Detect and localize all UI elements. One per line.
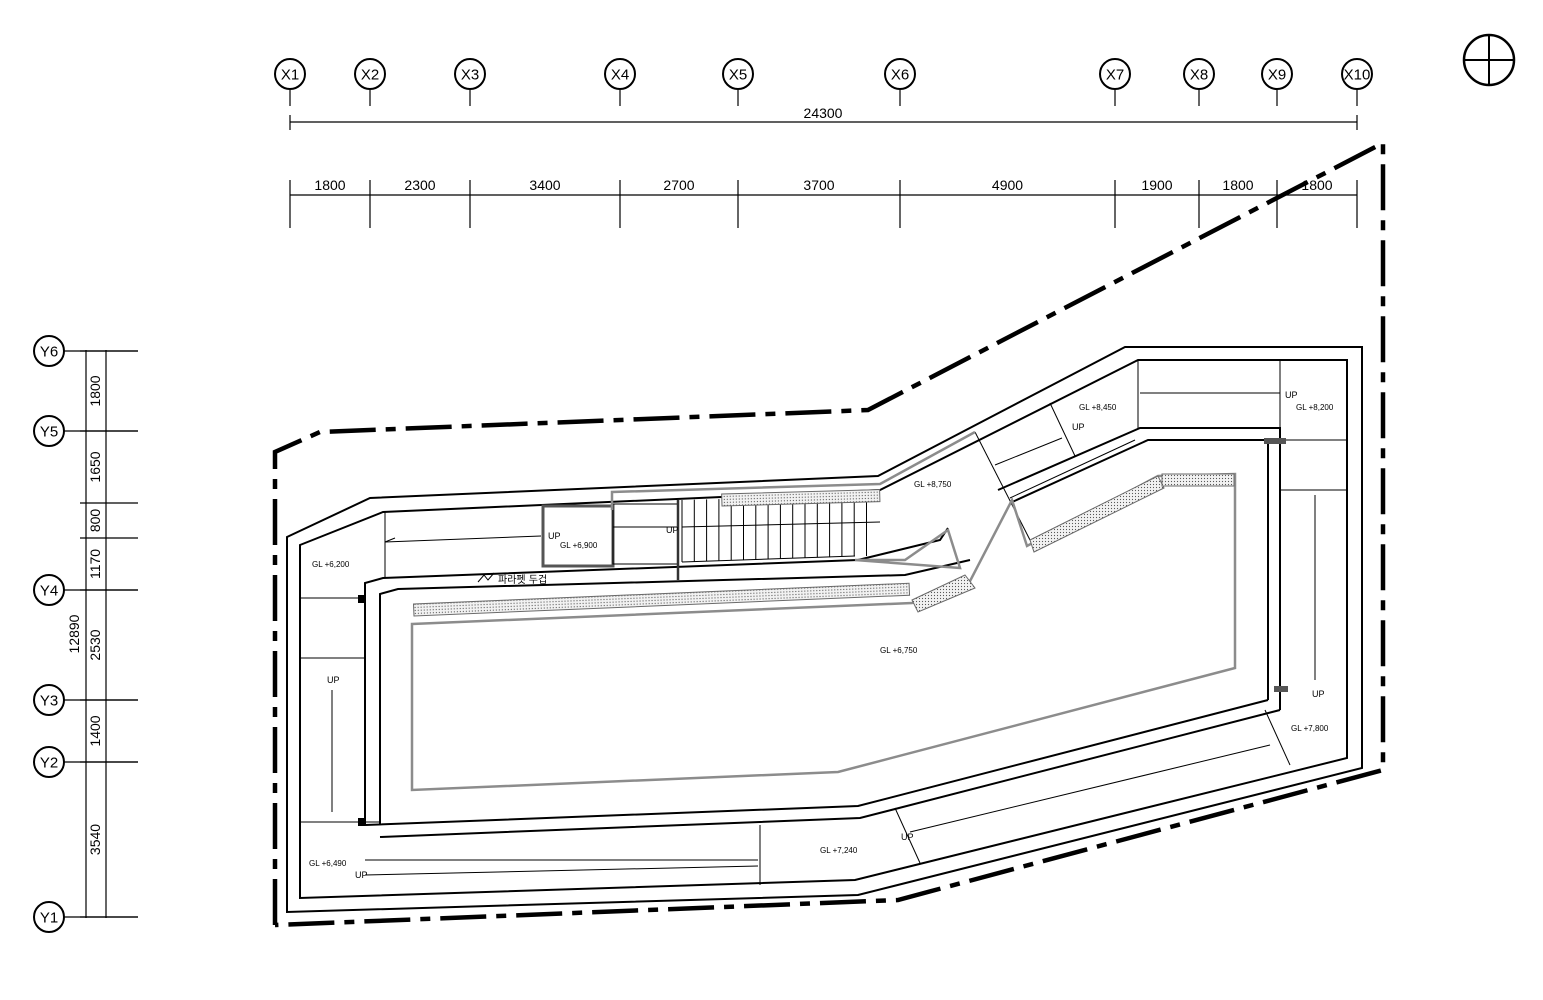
inner-deck-lower [364,699,1269,826]
y-span-dimension: 1170 [87,549,103,579]
planter-edge-hatch-2 [911,574,976,613]
planter-outline [410,472,1237,792]
roof-drains [358,438,1288,826]
grid-bubble-x1: X1 [274,58,306,106]
planter-small [854,528,962,570]
grid-bubble-x9: X9 [1261,58,1293,106]
north-arrow-icon [1462,33,1516,87]
grid-bubble-x4: X4 [604,58,636,106]
inner-deck-lower-2 [379,709,1281,838]
grid-bubble-y6: Y6 [33,335,138,367]
planter-edge-hatch-4 [1161,473,1235,487]
grid-label-x9: X9 [1268,67,1286,84]
level-gl-8750: GL +8,750 [914,480,952,489]
inner-deck-edge [364,527,949,825]
up-label-right: UP [1312,689,1325,699]
x-span-dimension: 1800 [1301,177,1332,193]
grid-bubble-x8: X8 [1183,58,1215,106]
y-span-dimension: 1800 [87,375,103,406]
up-label-bottom-left: UP [355,870,368,880]
up-label-bottom-mid: UP [901,832,914,842]
up-label-stair: UP [666,525,679,535]
grid-label-x7: X7 [1106,67,1124,84]
x-span-dimension: 3400 [529,177,560,193]
grid-bubble-x3: X3 [454,58,486,106]
y-dimension-chain: 12890 1800 1650 800 1170 2530 1400 3540 [66,350,138,918]
grid-label-y6: Y6 [40,344,58,361]
site-boundary-line [272,139,1386,928]
roof-outer-parapet [286,346,1363,914]
y-span-dimension: 2530 [87,629,103,660]
grid-bubble-x5: X5 [722,58,754,106]
grid-label-x4: X4 [611,67,629,84]
grid-label-x2: X2 [361,67,379,84]
grid-label-x10: X10 [1344,67,1371,84]
grid-bubble-x10: X10 [1341,58,1373,106]
grid-label-y5: Y5 [40,424,58,441]
up-label-stair-left: UP [548,531,561,541]
grid-label-x5: X5 [729,67,747,84]
parapet-cap-note: 파라펫 두겁 [477,572,547,586]
level-gl-6900: GL +6,900 [560,541,598,550]
grid-bubble-x6: X6 [884,58,916,106]
x-span-dimension: 2700 [663,177,694,193]
grid-label-y1: Y1 [40,910,58,927]
grid-label-x8: X8 [1190,67,1208,84]
ramp-lines [300,360,1347,885]
up-label-left: UP [327,675,340,685]
x-span-dimension: 1900 [1141,177,1172,193]
level-gl-7800: GL +7,800 [1291,724,1329,733]
level-gl-8450: GL +8,450 [1079,403,1117,412]
x-span-dimension: 3700 [803,177,834,193]
planter-edge-hatch-3 [1029,475,1165,553]
y-span-dimension: 1400 [87,715,103,746]
inner-deck-right [1009,439,1269,700]
grid-bubble-x2: X2 [354,58,386,106]
stair-midline [681,521,881,528]
grid-label-x3: X3 [461,67,479,84]
up-label-ramp-top: UP [1072,422,1085,432]
x-dimension-chain: 24300 1800 2300 3400 2700 3700 4900 1900 1800 18… [289,105,1358,228]
stair [541,430,976,580]
x-span-dimension: 4900 [992,177,1023,193]
x-span-dimension: 1800 [1222,177,1253,193]
level-gl-8200-right: GL +8,200 [1296,403,1334,412]
level-gl-6200-left: GL +6,200 [312,560,350,569]
level-gl-7240: GL +7,240 [820,846,858,855]
y-total-dimension: 12890 [66,614,82,653]
y-span-dimension: 3540 [87,824,103,855]
y-span-dimension: 1650 [87,451,103,482]
level-gl-6750: GL +6,750 [880,646,918,655]
grid-label-y2: Y2 [40,755,58,772]
grid-bubble-y4: Y4 [33,574,138,606]
x-total-dimension: 24300 [804,105,843,121]
x-grid-axes: X1 X2 X3 X4 X5 X6 X7 X8 X9 X10 [274,58,1373,106]
grid-label-y3: Y3 [40,693,58,710]
x-span-dimension: 1800 [314,177,345,193]
grid-bubble-x7: X7 [1099,58,1131,106]
planter-edge-hatch-1 [412,582,911,617]
x-span-dimension: 2300 [404,177,435,193]
stair-bottom-edge [681,555,856,563]
stair-edge-hatch [721,489,881,507]
grid-label-y4: Y4 [40,583,58,600]
grid-label-x6: X6 [891,67,909,84]
grid-label-x1: X1 [281,67,299,84]
grid-bubble-y2: Y2 [33,746,138,778]
parapet-note-text: 파라펫 두겁 [498,574,547,586]
inner-deck-right-2 [997,427,1281,710]
inner-deck-edge-2 [379,559,971,825]
up-label-top-right: UP [1285,390,1298,400]
level-gl-6490: GL +6,490 [309,859,347,868]
y-span-dimension: 800 [87,509,103,533]
